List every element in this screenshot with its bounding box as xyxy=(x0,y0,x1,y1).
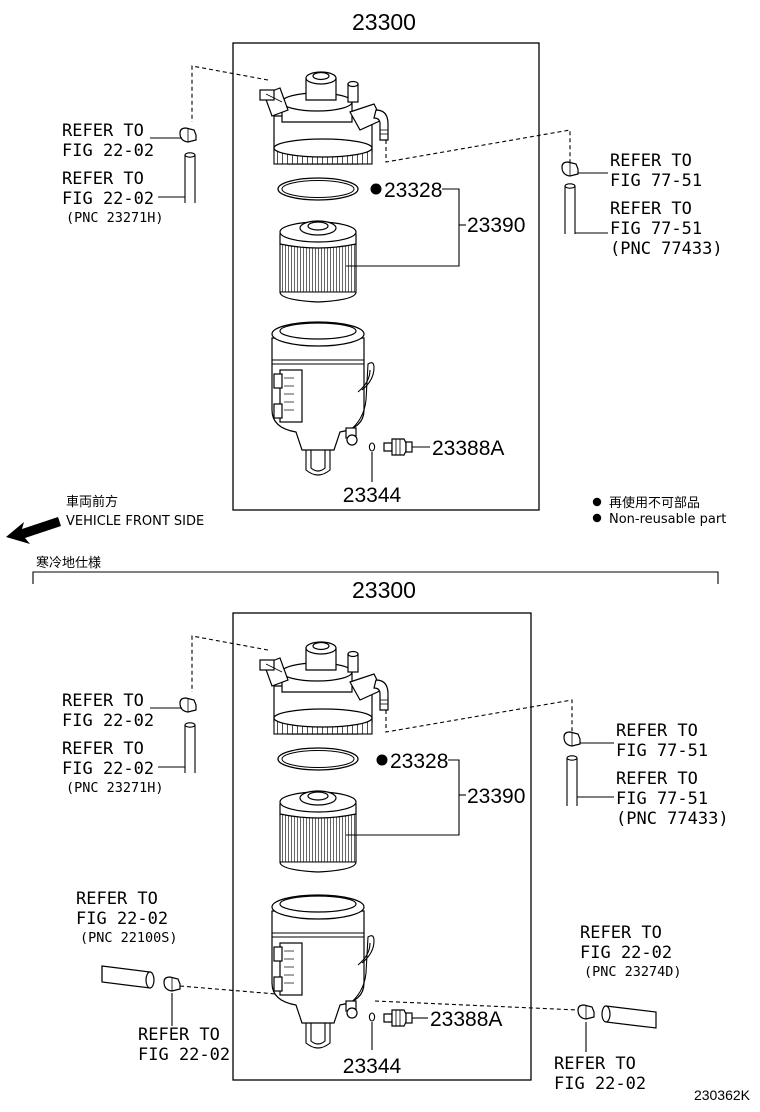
top-right-ref2-line1: REFER TO xyxy=(610,199,692,219)
top-left-ref2-line3: (PNC 23271H) xyxy=(66,210,164,226)
bottom-right-ref1-line1: REFER TO xyxy=(616,721,698,741)
top-right-ref1-line2: FIG 77-51 xyxy=(610,171,702,191)
bottom-label-23344: 23344 xyxy=(343,1055,402,1078)
top-small-ring xyxy=(368,442,376,452)
bottom-drain-plug xyxy=(383,1009,413,1027)
top-panel: 23300 REFER TO FIG 22-02 REFER TO FIG 22… xyxy=(62,9,723,511)
bottom-lower-left-hose-clip xyxy=(163,976,181,992)
legend-en: Non-reusable part xyxy=(609,512,726,527)
bottom-lower-left-ref-line1: REFER TO xyxy=(76,889,158,909)
top-left-ref2-line2: FIG 22-02 xyxy=(62,189,154,209)
top-left-ref1-line1: REFER TO xyxy=(62,121,144,141)
top-assembly-frame xyxy=(232,42,540,511)
bottom-lower-right-ref2-line2: FIG 22-02 xyxy=(554,1074,646,1094)
bottom-fuel-bowl xyxy=(271,894,375,1049)
bottom-filter-element xyxy=(279,790,357,873)
legend-bullet-icon xyxy=(592,497,602,507)
top-label-23328: 23328 xyxy=(384,179,442,202)
bottom-filter-head xyxy=(259,641,389,735)
bottom-lower-right-hose xyxy=(601,1005,657,1029)
bottom-lower-right-ref2-line1: REFER TO xyxy=(554,1054,636,1074)
bottom-label-23388A: 23388A xyxy=(430,1008,502,1031)
bottom-right-hose-clip xyxy=(563,731,581,747)
top-right-hose xyxy=(564,183,576,235)
top-non-reusable-mark xyxy=(370,183,382,195)
bottom-label-23328: 23328 xyxy=(390,750,448,773)
bottom-left-ref1-line1: REFER TO xyxy=(62,691,144,711)
legend-jp: 再使用不可部品 xyxy=(609,495,700,511)
bottom-right-ref2-line3: (PNC 77433) xyxy=(616,809,729,829)
bottom-panel: 23300 REFER TO FIG 22-02 REFER TO FIG 22… xyxy=(62,577,729,1094)
legend-bullet-icon xyxy=(592,513,602,523)
vehicle-front-indicator: 車両前方 VEHICLE FRONT SIDE xyxy=(6,494,204,544)
bottom-lower-right-ref-line2: FIG 22-02 xyxy=(580,943,672,963)
bottom-right-ref1-line2: FIG 77-51 xyxy=(616,741,708,761)
section-divider: 寒冷地仕様 xyxy=(32,555,719,584)
front-arrow-icon xyxy=(6,517,61,544)
bottom-non-reusable-mark xyxy=(376,754,388,766)
top-fuel-bowl xyxy=(271,321,375,476)
bottom-left-ref2-line1: REFER TO xyxy=(62,739,144,759)
bottom-left-hose xyxy=(184,722,196,774)
top-left-ref1-line2: FIG 22-02 xyxy=(62,141,154,161)
bottom-lower-left-hose xyxy=(101,965,155,989)
bottom-small-ring xyxy=(368,1012,376,1022)
legend: 再使用不可部品 Non-reusable part xyxy=(592,495,726,527)
top-label-23344: 23344 xyxy=(343,484,402,507)
top-right-ref2-line3: (PNC 77433) xyxy=(610,239,723,259)
top-drain-plug xyxy=(383,438,413,456)
bottom-lower-right-ref-line3: (PNC 23274D) xyxy=(584,964,682,980)
top-right-ref2-line2: FIG 77-51 xyxy=(610,219,702,239)
bottom-lower-left-ref2-line2: FIG 22-02 xyxy=(138,1045,230,1065)
top-right-ref1-line1: REFER TO xyxy=(610,151,692,171)
bottom-assembly-frame xyxy=(232,612,532,1081)
direction-label-en: VEHICLE FRONT SIDE xyxy=(66,514,204,529)
top-right-hose-clip xyxy=(561,161,579,177)
bottom-lower-left-ref-line2: FIG 22-02 xyxy=(76,909,168,929)
bottom-lower-left-ref-line3: (PNC 22100S) xyxy=(80,930,178,946)
bottom-o-ring xyxy=(277,747,359,771)
top-filter-element xyxy=(279,220,357,303)
bottom-lower-left-ref2-line1: REFER TO xyxy=(138,1025,220,1045)
bottom-right-hose xyxy=(566,755,578,807)
bottom-lower-right-ref-line1: REFER TO xyxy=(580,923,662,943)
top-label-23388A: 23388A xyxy=(432,437,504,460)
bottom-assembly-number: 23300 xyxy=(352,577,416,603)
bottom-left-ref2-line3: (PNC 23271H) xyxy=(66,780,164,796)
top-assembly-number: 23300 xyxy=(352,9,416,35)
top-left-hose xyxy=(184,152,196,204)
top-filter-head xyxy=(259,71,389,165)
bottom-right-ref2-line1: REFER TO xyxy=(616,769,698,789)
figure-code: 230362K xyxy=(694,1087,751,1103)
bottom-label-23390: 23390 xyxy=(467,785,525,808)
top-left-hose-clip xyxy=(179,127,197,143)
bottom-right-ref2-line2: FIG 77-51 xyxy=(616,789,708,809)
bottom-lower-right-hose-clip xyxy=(577,1004,595,1020)
bottom-left-ref1-line2: FIG 22-02 xyxy=(62,711,154,731)
bottom-left-hose-clip xyxy=(179,697,197,713)
direction-label-jp: 車両前方 xyxy=(66,494,118,510)
bottom-left-ref2-line2: FIG 22-02 xyxy=(62,759,154,779)
top-left-ref2-line1: REFER TO xyxy=(62,169,144,189)
section-label-cold-region: 寒冷地仕様 xyxy=(36,555,101,571)
top-o-ring xyxy=(277,177,359,201)
top-label-23390: 23390 xyxy=(467,214,525,237)
